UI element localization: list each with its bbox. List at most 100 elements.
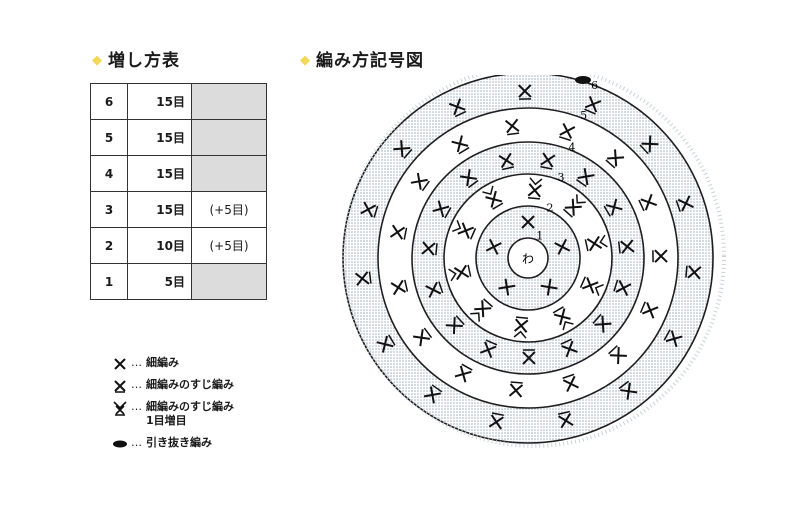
stitch-symbol — [557, 410, 574, 429]
increase-note: (+5目) — [191, 227, 267, 264]
x-icon — [114, 358, 126, 370]
round-number: 3 — [90, 191, 128, 228]
table-title-text: 増し方表 — [108, 51, 180, 71]
round-label: 1 — [536, 229, 543, 242]
round-number: 2 — [90, 227, 128, 264]
round-number: 6 — [90, 83, 128, 120]
round-number: 4 — [90, 155, 128, 192]
stitch-symbol — [498, 278, 516, 296]
stitch-symbol — [485, 238, 502, 255]
round-number: 5 — [90, 119, 128, 156]
outer-shade — [342, 75, 726, 448]
legend-label: 細編みのすじ編み — [146, 378, 234, 391]
stitch-symbol — [613, 279, 632, 296]
round-label: 6 — [591, 79, 598, 92]
stitch-symbol — [617, 239, 635, 254]
stitch-symbol — [663, 329, 683, 348]
stitch-symbol — [522, 349, 536, 365]
stitch-symbol — [608, 345, 627, 365]
stitch-symbol — [432, 200, 452, 219]
stitch-symbol — [540, 278, 558, 296]
stitch-symbol — [576, 168, 595, 188]
stitch-symbol — [527, 177, 543, 200]
stitch-symbol — [675, 195, 694, 212]
round-label: 2 — [547, 201, 554, 214]
stitch-symbol — [389, 224, 408, 240]
legend-item-sc: … 細編み — [112, 356, 234, 378]
stitch-symbol — [479, 339, 498, 358]
increase-note — [191, 263, 267, 300]
stitch-count: 5目 — [127, 263, 192, 300]
legend-label: 細編み — [146, 356, 179, 369]
stitch-symbol — [552, 306, 574, 331]
round-label: 4 — [568, 141, 575, 154]
stitch-symbol — [488, 412, 504, 430]
stitch-symbol — [584, 95, 602, 115]
center-ring-label: わ — [522, 252, 534, 266]
stitch-symbol — [560, 338, 578, 358]
stitch-symbol — [638, 193, 658, 212]
stitch-symbol — [603, 198, 623, 217]
stitch-symbol — [452, 220, 477, 240]
stitch-symbol — [423, 384, 443, 404]
stitch-count: 15目 — [127, 119, 192, 156]
stitch-symbol — [393, 140, 413, 159]
diamond-icon: ◆ — [300, 53, 311, 68]
stitch-symbol — [639, 301, 659, 319]
legend-item-sc-blo: … 細編みのすじ編み — [112, 378, 234, 400]
stitch-symbol — [554, 238, 571, 255]
stitch-symbol — [451, 135, 470, 155]
stitch-symbol — [584, 234, 608, 252]
oval-icon — [113, 440, 127, 448]
stitch-symbol — [521, 215, 535, 229]
chart-title-text: 編み方記号図 — [316, 51, 424, 71]
stitch-symbol — [685, 265, 702, 280]
stitch-symbol — [508, 381, 524, 398]
v-x-icon — [113, 401, 127, 416]
stitch-symbol — [421, 241, 438, 256]
stitch-symbol — [592, 313, 612, 333]
table-title: ◆ 増し方表 — [92, 46, 180, 71]
stitch-symbol — [605, 149, 625, 169]
stitch-symbol — [454, 363, 473, 383]
stitch-count: 10目 — [127, 227, 192, 264]
stitch-symbol — [470, 298, 494, 322]
stitch-symbol — [652, 249, 668, 263]
stitch-symbol — [459, 169, 479, 189]
stitch-symbol — [376, 334, 396, 353]
stitch-symbol — [618, 380, 638, 400]
stitch-count: 15目 — [127, 191, 192, 228]
x-underline-icon — [114, 380, 126, 393]
stitch-symbol — [639, 135, 659, 155]
stitch-symbol — [540, 152, 556, 170]
increase-note — [191, 155, 267, 192]
stitch-symbol — [448, 98, 467, 118]
stitch-symbol — [448, 264, 472, 282]
round-label: 5 — [580, 109, 587, 122]
stitch-symbol — [445, 315, 465, 335]
stitch-symbol — [360, 201, 379, 218]
stitch-symbol — [482, 185, 504, 210]
increase-note — [191, 83, 267, 120]
stitch-symbol — [562, 194, 586, 218]
diamond-icon: ◆ — [92, 53, 103, 68]
slip-stitch-mark — [575, 76, 591, 84]
chart-title: ◆ 編み方記号図 — [300, 46, 424, 71]
stitch-symbol — [410, 172, 430, 192]
stitch-symbol — [412, 327, 433, 347]
stitch-count: 15目 — [127, 83, 192, 120]
stitch-symbol — [513, 316, 529, 339]
round-ring — [507, 237, 549, 279]
stitch-symbol — [579, 276, 604, 296]
